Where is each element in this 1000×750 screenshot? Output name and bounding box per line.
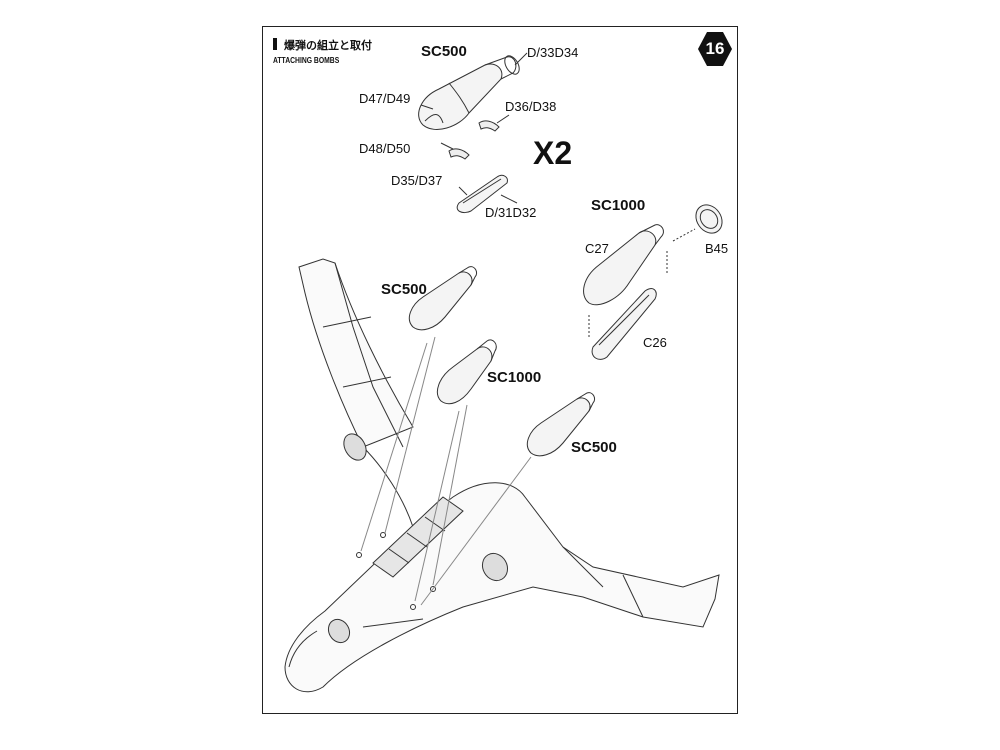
label-multiplier-x2: X2 — [533, 135, 573, 171]
bomb-sc500-right — [420, 392, 596, 606]
label-d47d49: D47/D49 — [359, 91, 411, 106]
label-sc500-left: SC500 — [381, 281, 427, 298]
label-sc500-right: SC500 — [571, 439, 617, 456]
instruction-page: 爆弾の組立と取付 ATTACHING BOMBS 16 — [262, 26, 738, 714]
label-d35d37: D35/D37 — [391, 173, 443, 188]
label-d36d38: D36/D38 — [505, 99, 557, 114]
label-sc1000-top: SC1000 — [591, 197, 646, 214]
step-number: 16 — [705, 39, 725, 58]
step-title-japanese: 爆弾の組立と取付 — [284, 40, 372, 52]
step-title-english: ATTACHING BOMBS — [273, 56, 340, 65]
label-c26: C26 — [643, 335, 667, 350]
flying-wing-aircraft — [284, 258, 720, 693]
sc500-bomb-parts — [418, 52, 528, 214]
assembly-diagram — [284, 52, 723, 693]
label-b45: B45 — [705, 241, 729, 256]
label-c27: C27 — [585, 241, 609, 256]
label-d48d50: D48/D50 — [359, 141, 411, 156]
bomb-sc1000-mid — [414, 339, 497, 602]
hexagon-icon — [698, 32, 732, 66]
step-number-badge: 16 — [697, 31, 733, 67]
label-d33d34: D/33D34 — [527, 45, 579, 60]
bomb-sc500-left — [360, 266, 478, 552]
label-sc1000-mid: SC1000 — [487, 369, 542, 386]
sc1000-bomb-parts — [583, 204, 723, 360]
label-d31d32: D/31D32 — [485, 205, 537, 220]
header-marker — [273, 38, 277, 50]
label-sc500-top: SC500 — [421, 43, 467, 60]
